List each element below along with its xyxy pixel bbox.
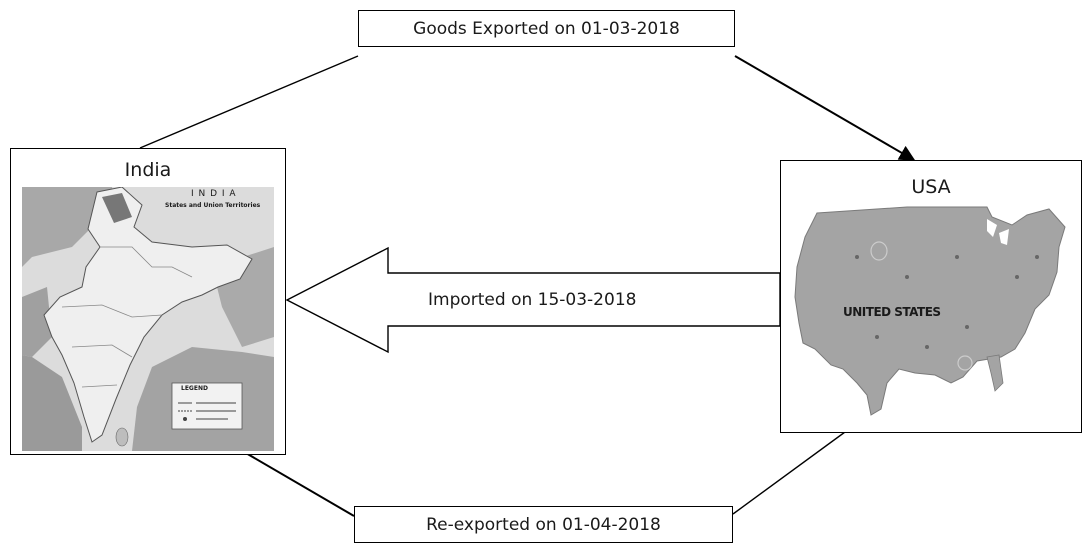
export-line-end [734,55,916,161]
export-line-start [139,55,359,149]
india-map [22,187,274,451]
import-arrow [285,246,781,354]
reexport-label: Re-exported on 01-04-2018 [354,506,733,543]
import-label: Imported on 15-03-2018 [428,290,637,310]
india-map-title: I N D I A [191,189,237,199]
export-label-text: Goods Exported on 01-03-2018 [413,18,680,39]
usa-map [787,197,1077,432]
usa-map-label: UNITED STATES [843,305,941,319]
india-map-subtitle: States and Union Territories [165,202,261,209]
india-box: India I N D I A States and Union Territo… [10,148,286,455]
reexport-label-text: Re-exported on 01-04-2018 [426,514,661,535]
india-legend-title: LEGEND [181,385,208,392]
usa-title: USA [911,176,951,198]
usa-box: USA UNITED STATES [780,160,1082,433]
export-label: Goods Exported on 01-03-2018 [358,10,735,47]
india-title: India [124,159,172,181]
